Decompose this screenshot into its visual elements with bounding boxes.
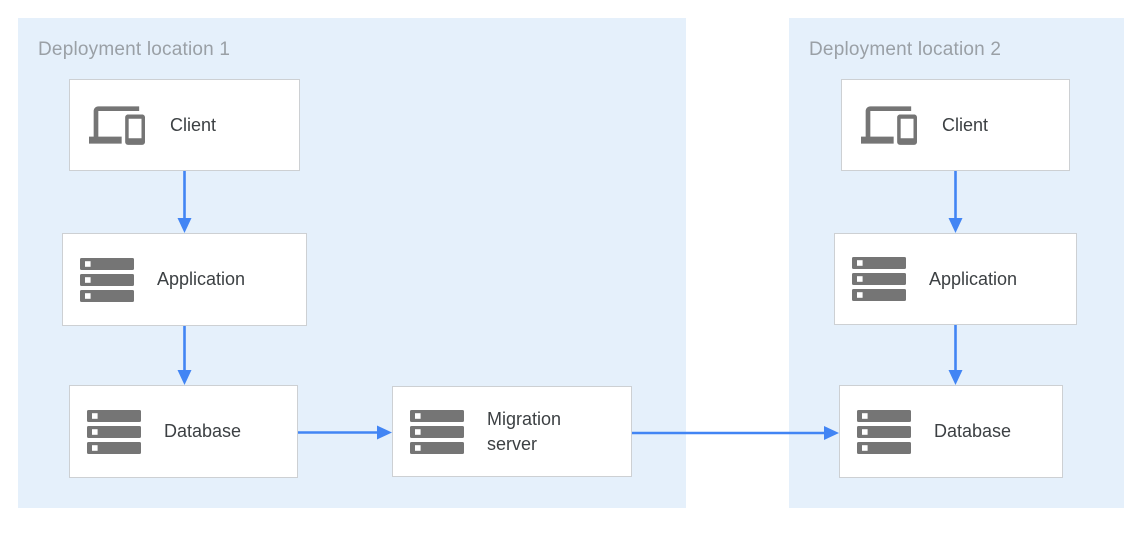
node-migration-server: Migration server: [392, 386, 632, 477]
server-stack-icon: [857, 409, 911, 454]
node-database-2-label: Database: [934, 421, 1012, 442]
devices-icon: [87, 97, 147, 153]
server-stack-icon: [852, 257, 906, 301]
node-database-1-label: Database: [164, 421, 242, 442]
node-migration-server-label: Migration server: [487, 409, 562, 454]
region-2-label: Deployment location 2: [809, 39, 1002, 60]
node-database-2: Database: [839, 385, 1063, 478]
server-stack-icon: [87, 409, 141, 454]
node-client-2: Client: [841, 79, 1070, 171]
node-application-1: Application: [62, 233, 307, 326]
server-stack-icon: [80, 257, 134, 302]
server-stack-icon: [410, 409, 464, 454]
node-client-1: Client: [69, 79, 300, 171]
node-application-2: Application: [834, 233, 1077, 325]
region-1-label: Deployment location 1: [38, 39, 231, 60]
devices-icon: [859, 97, 919, 153]
node-client-2-label: Client: [942, 114, 989, 135]
node-application-1-label: Application: [157, 269, 246, 290]
node-client-1-label: Client: [170, 114, 217, 135]
node-application-2-label: Application: [929, 268, 1018, 289]
node-database-1: Database: [69, 385, 298, 478]
